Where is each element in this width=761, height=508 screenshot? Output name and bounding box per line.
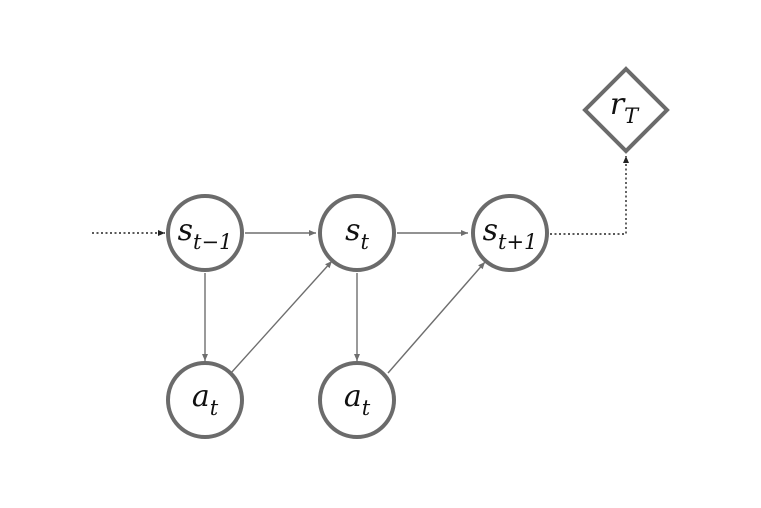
node-s-t: st xyxy=(318,194,396,272)
node-s-t-sub: t xyxy=(360,230,369,254)
node-a-t-second: at xyxy=(318,361,396,439)
svg-text:rT: rT xyxy=(610,87,640,128)
node-s-t-minus-1-sub: t−1 xyxy=(193,230,232,254)
node-s-t-plus-1-base: s xyxy=(483,213,498,248)
node-r-t-sub: T xyxy=(624,104,640,128)
svg-text:at: at xyxy=(192,379,219,420)
svg-text:st+1: st+1 xyxy=(483,213,538,254)
svg-text:at: at xyxy=(344,379,371,420)
node-s-t-plus-1: st+1 xyxy=(471,194,549,272)
node-s-t-plus-1-sub: t+1 xyxy=(498,230,537,254)
node-a-t-second-sub: t xyxy=(362,396,371,420)
node-a-t-first-sub: t xyxy=(210,396,219,420)
node-a-t-second-base: a xyxy=(344,379,362,414)
node-r-t-reward: rT xyxy=(582,66,670,154)
svg-text:st−1: st−1 xyxy=(178,213,233,254)
node-s-t-minus-1-base: s xyxy=(178,213,193,248)
node-s-t-minus-1: st−1 xyxy=(166,194,244,272)
edges xyxy=(92,156,629,374)
node-s-t-base: s xyxy=(345,213,360,248)
edge-a-1-to-s-cur xyxy=(230,260,333,374)
svg-text:st: st xyxy=(345,213,369,254)
edge-s-next-to-reward xyxy=(550,156,629,235)
edge-a-2-to-s-next xyxy=(387,261,486,374)
node-r-t-base: r xyxy=(610,87,626,122)
node-a-t-first: at xyxy=(166,361,244,439)
node-a-t-first-base: a xyxy=(192,379,210,414)
